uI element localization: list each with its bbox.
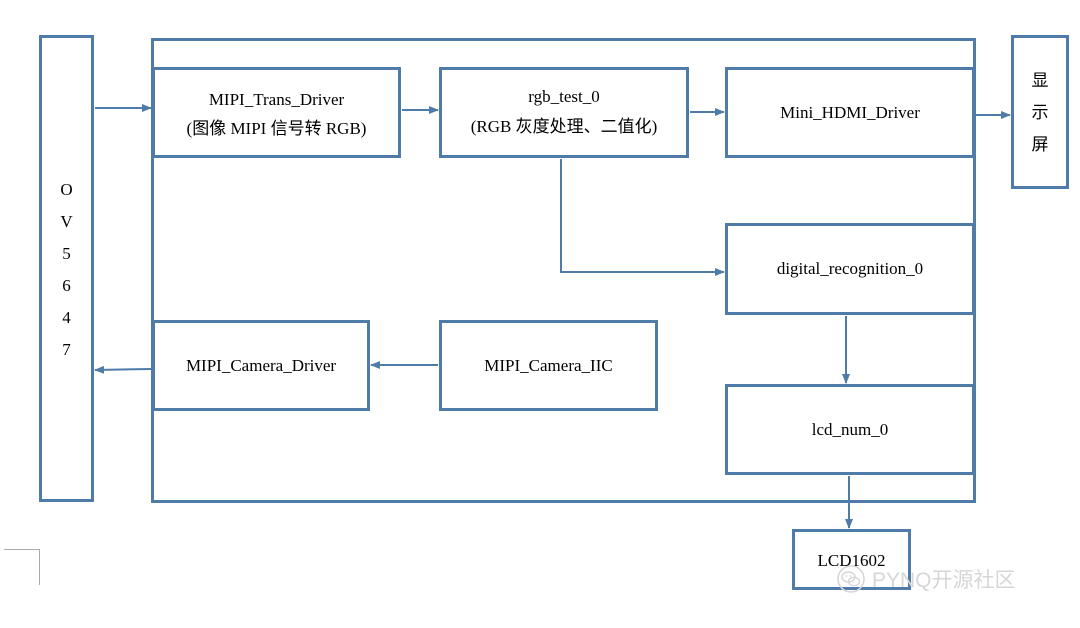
crop-mark xyxy=(4,549,40,585)
block-title: rgb_test_0 xyxy=(528,87,600,106)
block-subtitle: (RGB 灰度处理、二值化) xyxy=(470,117,658,136)
block-title: LCD1602 xyxy=(817,551,886,570)
block-title: MIPI_Camera_Driver xyxy=(185,356,337,375)
digital-recognition-block: digital_recognition_0 xyxy=(725,223,975,315)
lcd1602-block: LCD1602 xyxy=(792,529,911,590)
mipi-camera-iic-block: MIPI_Camera_IIC xyxy=(439,320,658,411)
ov5647-sensor-block: O V 5 6 4 7 xyxy=(39,35,94,502)
block-title: lcd_num_0 xyxy=(811,420,889,439)
block-title: MIPI_Camera_IIC xyxy=(484,356,613,375)
sensor-char: 6 xyxy=(62,276,71,295)
block-subtitle: (图像 MIPI 信号转 RGB) xyxy=(186,119,367,138)
arrow-mipi-camera-driver-to-sensor xyxy=(94,365,152,374)
display-char: 屏 xyxy=(1031,135,1049,154)
sensor-char: 5 xyxy=(62,244,71,263)
display-label: 显 示 屏 xyxy=(1014,65,1066,161)
block-title: MIPI_Trans_Driver xyxy=(208,90,345,109)
watermark: PYNQ开源社区 xyxy=(836,562,1016,596)
sensor-char: V xyxy=(60,212,73,231)
sensor-char: 7 xyxy=(62,340,71,359)
mipi-camera-driver-block: MIPI_Camera_Driver xyxy=(152,320,370,411)
mipi-trans-driver-block: MIPI_Trans_Driver (图像 MIPI 信号转 RGB) xyxy=(152,67,401,158)
block-title: digital_recognition_0 xyxy=(776,259,924,278)
sensor-char: O xyxy=(60,180,73,199)
watermark-text: PYNQ开源社区 xyxy=(872,569,1016,592)
lcd-num-block: lcd_num_0 xyxy=(725,384,975,475)
sensor-label: O V 5 6 4 7 xyxy=(42,174,91,366)
display-block: 显 示 屏 xyxy=(1011,35,1069,189)
arrow-rgb-test-to-digital-recognition xyxy=(560,159,725,276)
display-char: 显 xyxy=(1031,71,1049,90)
wechat-icon xyxy=(837,565,865,593)
mini-hdmi-driver-block: Mini_HDMI_Driver xyxy=(725,67,975,158)
block-title: Mini_HDMI_Driver xyxy=(780,103,920,122)
rgb-test-block: rgb_test_0 (RGB 灰度处理、二值化) xyxy=(439,67,689,158)
sensor-char: 4 xyxy=(62,308,71,327)
display-char: 示 xyxy=(1031,103,1049,122)
